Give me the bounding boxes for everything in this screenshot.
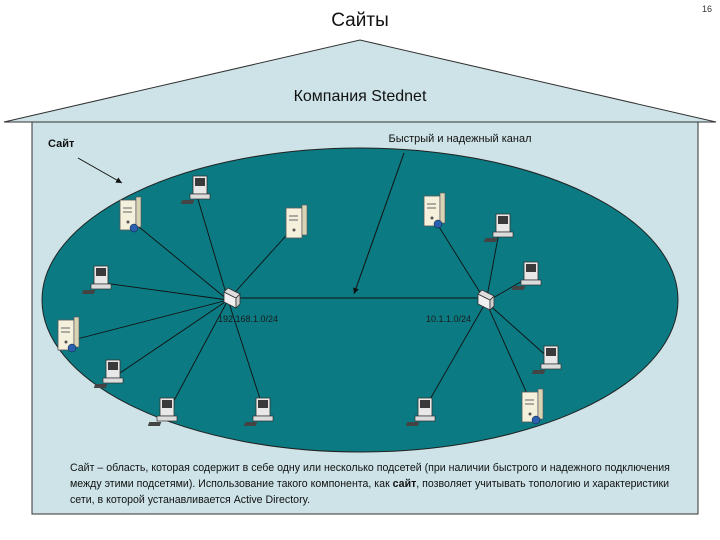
server-icon — [424, 193, 445, 228]
server-icon — [120, 197, 141, 232]
subnet-label-left: 192.168.1.0/24 — [218, 314, 279, 324]
description-bold: сайт — [392, 478, 417, 490]
link-arrow — [353, 152, 405, 295]
site-building — [3, 39, 717, 123]
server-icon — [285, 204, 308, 239]
description-part1: Сайт – область, которая содержит в себе … — [70, 462, 670, 490]
server-icon — [58, 317, 79, 352]
server-icon — [522, 389, 543, 424]
page-title: Сайты — [331, 10, 389, 31]
left-connections — [72, 195, 294, 409]
site-label: Сайт — [48, 138, 75, 150]
description-part2: , позволяет учитывать топологию и характ… — [70, 478, 670, 506]
company-label: Компания Stednet — [293, 88, 427, 105]
subnet-label-right: 10.1.1.0/24 — [426, 314, 472, 324]
site-arrow — [77, 157, 123, 184]
site-ellipse — [41, 147, 679, 453]
description-text: Сайт – область, которая содержит в себе … — [70, 460, 680, 508]
page-number: 16 — [701, 4, 712, 14]
link-label: Быстрый и надежный канал — [388, 133, 532, 145]
